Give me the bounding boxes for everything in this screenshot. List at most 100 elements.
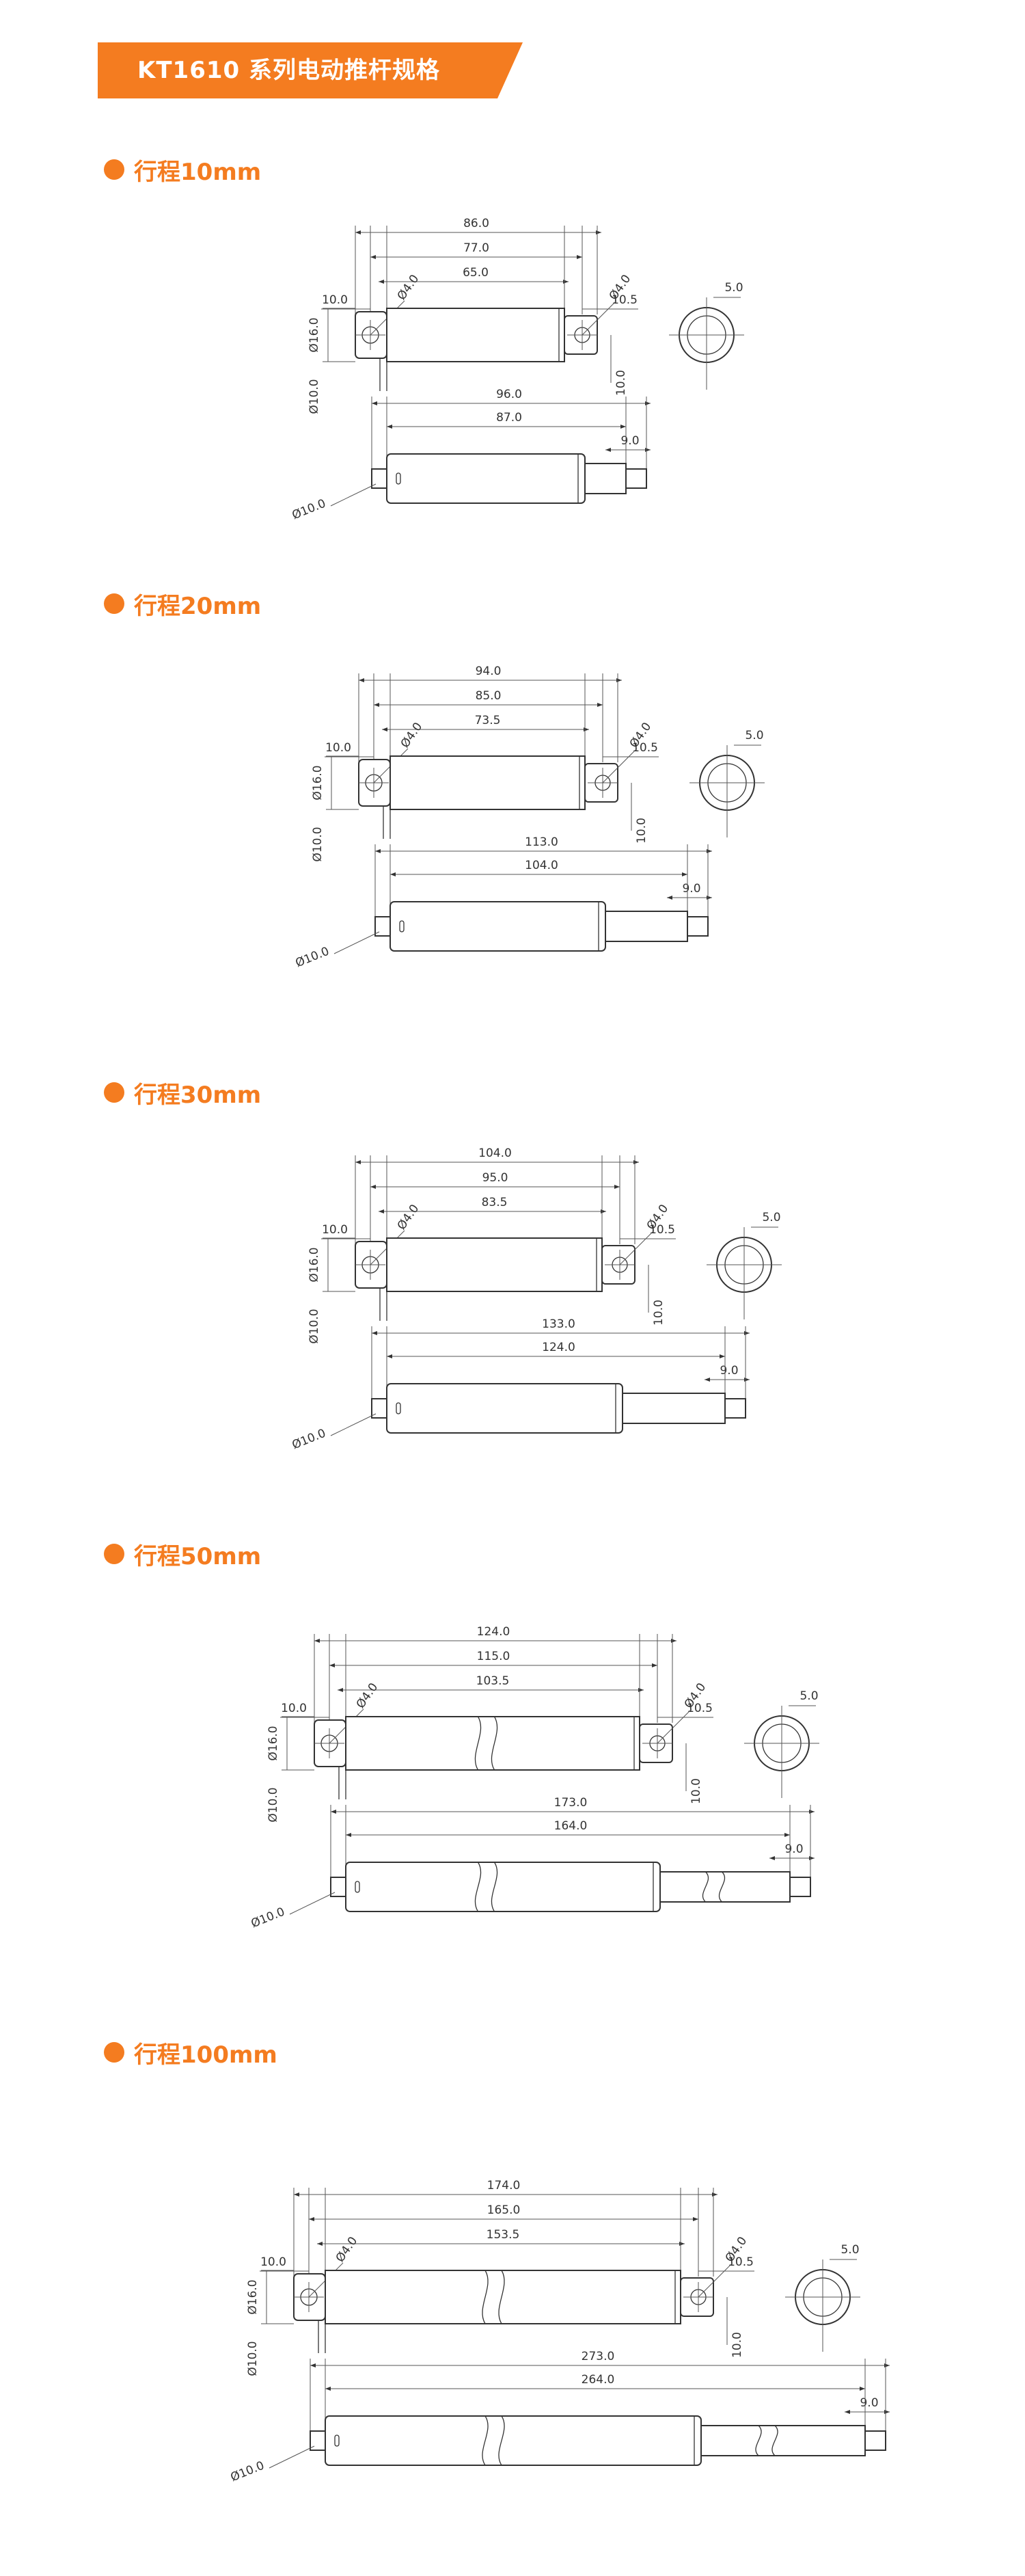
dim-extended-overall: 173.0 [554,1796,588,1810]
piston-rod [584,463,627,494]
dim-end-offset: 5.0 [762,1211,780,1224]
dim-extended-body: 264.0 [582,2373,615,2387]
piston-rod [622,1393,726,1424]
dim-hole-left: Ø4.0 [333,2234,361,2265]
dim-extended-overall: 96.0 [496,388,522,401]
section-title: 行程20mm [134,592,262,620]
dim-overall-length: 174.0 [487,2179,521,2192]
dim-extended-body: 124.0 [542,1341,575,1354]
dim-rod-diameter: Ø10.0 [290,1426,328,1452]
motor-body [390,755,586,810]
dim-rod-tip: 9.0 [620,434,639,448]
dim-body-diameter: Ø16.0 [266,1726,280,1760]
section-heading: 行程20mm [104,590,261,620]
slot-icon [396,1402,401,1414]
dim-eye-right: 10.5 [687,1702,713,1715]
dim-extended-overall: 133.0 [542,1317,575,1331]
dim-hole-center: 165.0 [487,2203,521,2217]
dim-body-diameter: Ø16.0 [308,317,321,352]
dim-extended-overall: 113.0 [525,835,558,849]
extended-body [390,901,606,952]
section-heading: 行程10mm [104,156,261,186]
extended-body [345,1862,661,1912]
piston-rod [605,911,688,942]
dim-hole-center: 115.0 [477,1650,510,1663]
dim-eye-left: 10.0 [260,2255,286,2269]
bullet-dot-icon [104,1082,124,1103]
dim-overall-length: 124.0 [477,1625,510,1639]
motor-body [386,308,565,362]
dim-rod-tip: 9.0 [682,882,700,896]
dim-body-diameter: Ø16.0 [311,765,325,800]
motor-body [345,1716,640,1771]
dim-pin-diameter: Ø10.0 [308,1309,321,1343]
dim-hole-left: Ø4.0 [354,1680,381,1711]
section-title: 行程100mm [134,2041,277,2069]
dim-hole-left: Ø4.0 [398,720,426,751]
bullet-dot-icon [104,2042,124,2063]
dim-overall-length: 86.0 [463,217,489,230]
dim-rod-diameter: Ø10.0 [229,2458,266,2484]
rod-tip [724,1398,746,1419]
header-banner: KT1610 系列电动推杆规格 [98,42,523,98]
dim-rod-tip: 9.0 [720,1364,738,1378]
dim-body-length: 103.5 [476,1674,510,1688]
dim-body-length: 73.5 [475,714,501,727]
dim-eye-left: 10.0 [325,741,351,755]
rod-tip [687,916,709,937]
dim-end-offset: 5.0 [745,729,763,742]
dim-rod-tip: 9.0 [784,1842,803,1856]
section-heading: 行程100mm [104,2039,277,2069]
dim-rod-diameter: Ø10.0 [294,944,331,970]
dim-bracket-width: 10.0 [614,370,628,396]
page-title: KT1610 系列电动推杆规格 [137,57,441,84]
dim-bracket-width: 10.0 [652,1300,666,1326]
section-heading: 行程50mm [104,1540,261,1570]
dim-hole-left: Ø4.0 [395,272,422,303]
slot-icon [334,2434,340,2447]
motor-body [325,2270,681,2324]
motor-body [386,1237,603,1292]
dim-hole-center: 77.0 [463,241,489,255]
dim-end-offset: 5.0 [800,1689,818,1703]
piston-rod [700,2425,866,2456]
dim-bracket-width: 10.0 [689,1778,703,1804]
dim-body-diameter: Ø16.0 [246,2279,260,2314]
dim-body-length: 83.5 [482,1196,508,1209]
extended-body [386,1383,623,1434]
dim-rod-diameter: Ø10.0 [249,1905,287,1931]
dim-eye-right: 10.5 [612,293,638,307]
dim-body-length: 65.0 [463,266,489,280]
dim-extended-overall: 273.0 [582,2350,615,2363]
section-heading: 行程30mm [104,1079,261,1109]
dim-eye-left: 10.0 [281,1702,307,1715]
dim-eye-right: 10.5 [649,1223,675,1237]
rod-tip [864,2430,886,2451]
rod-tip [625,468,647,489]
extended-body [325,2415,702,2466]
dim-overall-length: 94.0 [476,665,502,678]
section-title: 行程30mm [134,1081,262,1109]
dim-eye-left: 10.0 [322,1223,348,1237]
dim-body-diameter: Ø16.0 [308,1247,321,1282]
dim-body-length: 153.5 [487,2228,520,2242]
dim-eye-left: 10.0 [322,293,348,307]
dim-end-offset: 5.0 [840,2243,859,2257]
piston-rod [659,1871,791,1903]
banner-shape [98,42,523,98]
section-title: 行程10mm [134,158,262,186]
dim-rod-diameter: Ø10.0 [290,496,328,522]
